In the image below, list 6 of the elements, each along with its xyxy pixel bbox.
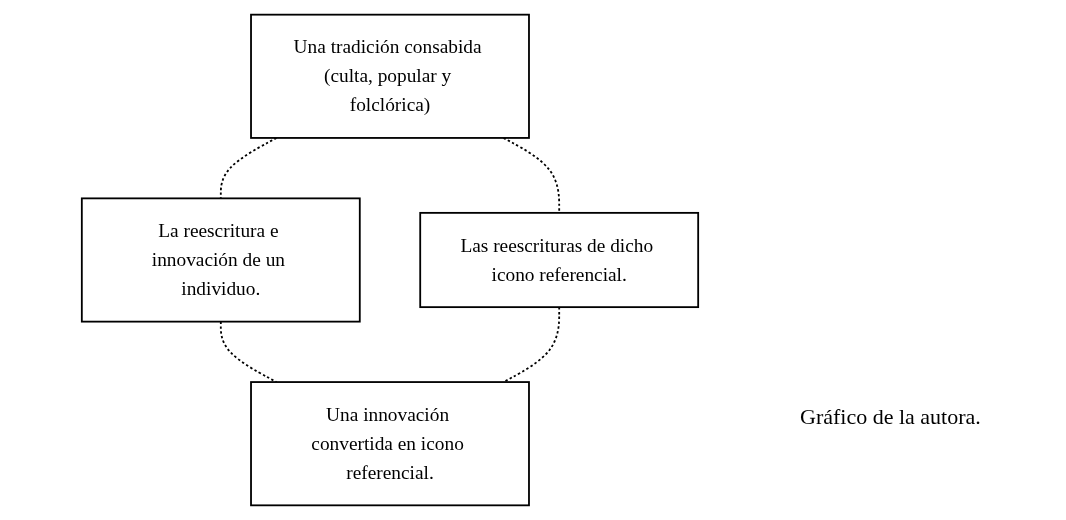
node-box: Una tradición consabida (culta, popular y folclórica) <box>250 13 530 139</box>
caption: Gráfico de la autora. <box>800 404 981 430</box>
node-box: La reescritura e innovación de un individuo. <box>80 197 361 323</box>
connector <box>502 306 561 383</box>
node-box: Una innovación convertida en icono referencial. <box>250 381 530 507</box>
node-box: Las reescrituras de dicho icono referencial. <box>419 211 700 309</box>
